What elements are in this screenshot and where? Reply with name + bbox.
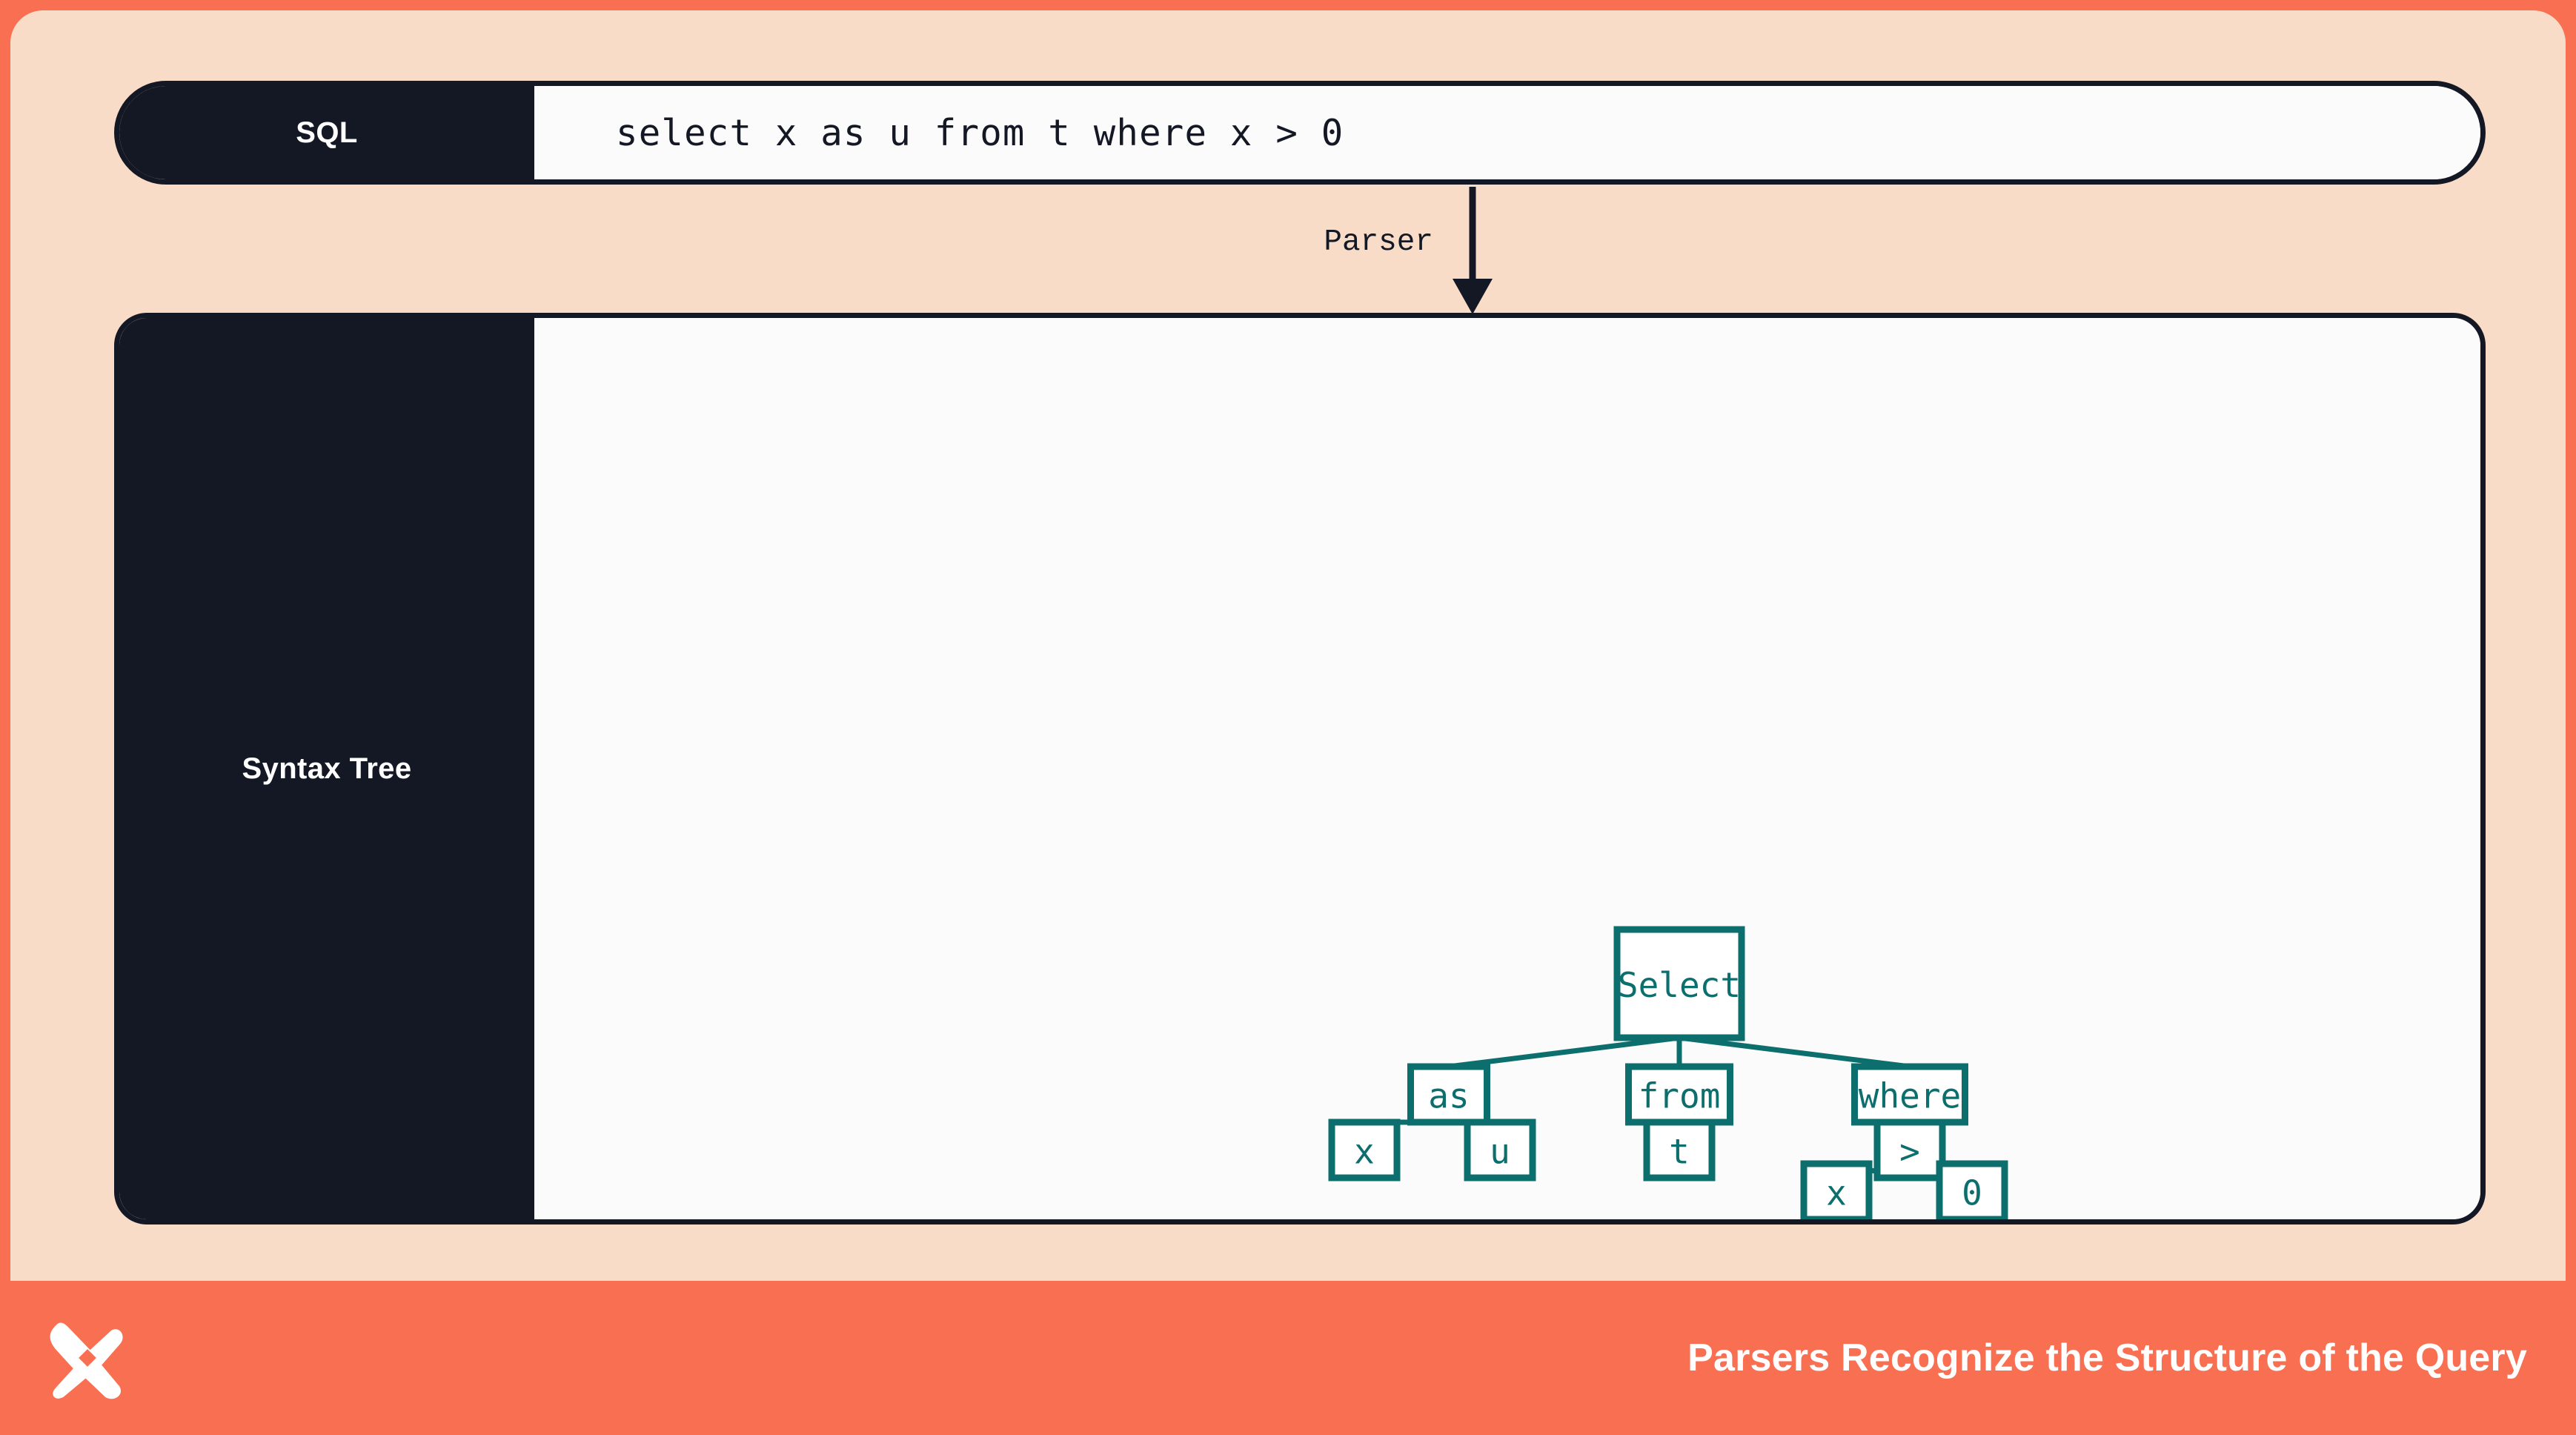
sql-query-text[interactable]: select x as u from t where x > 0	[534, 86, 2480, 179]
tree-node-label: 0	[1962, 1173, 1982, 1213]
tree-node-box	[1851, 1063, 1968, 1126]
syntax-tree-canvas: Select as from where x u t > x 0	[534, 318, 2480, 1219]
tree-node[interactable]: where	[1851, 1063, 1968, 1126]
tree-node-box	[1643, 1118, 1716, 1182]
tree-node-box	[1800, 1160, 1873, 1219]
tree-node-box	[1625, 1063, 1733, 1126]
tree-node-box	[1613, 926, 1745, 1041]
tree-node[interactable]: >	[1873, 1118, 1946, 1182]
tree-node[interactable]: x	[1328, 1118, 1401, 1182]
tree-node-box	[1873, 1118, 1946, 1182]
tree-node-label: x	[1826, 1173, 1847, 1213]
tree-node-box	[1464, 1118, 1536, 1182]
content-card: SQL select x as u from t where x > 0 Par…	[10, 10, 2566, 1281]
tree-node-label: from	[1639, 1076, 1721, 1116]
tree-node-box	[1328, 1118, 1401, 1182]
butterfly-x-logo-icon	[50, 1322, 123, 1399]
parser-label: Parser	[1324, 225, 1433, 259]
syntax-tree-label: Syntax Tree	[119, 318, 534, 1219]
tree-node[interactable]: from	[1625, 1063, 1733, 1126]
tree-edge	[1679, 1035, 1911, 1070]
tree-node-label: t	[1669, 1132, 1690, 1172]
syntax-tree-panel: Syntax Tree Select as from where x u t > x 0	[114, 313, 2486, 1224]
tree-node[interactable]: u	[1464, 1118, 1536, 1182]
tree-node-label: x	[1354, 1132, 1375, 1172]
parser-transform: Parser	[1263, 187, 1574, 314]
tree-node[interactable]: t	[1643, 1118, 1716, 1182]
tree-edge	[1448, 1035, 1680, 1070]
tree-node-label: as	[1428, 1076, 1469, 1116]
arrow-down-icon	[1453, 187, 1493, 314]
syntax-tree-graph: Select as from where x u t > x 0	[1328, 926, 2008, 1219]
footer-bar: Parsers Recognize the Structure of the Q…	[0, 1281, 2576, 1435]
tree-node[interactable]: as	[1407, 1063, 1490, 1126]
tree-node[interactable]: Select	[1613, 926, 1745, 1041]
tree-node[interactable]: 0	[1936, 1160, 2008, 1219]
tree-node-label: where	[1859, 1076, 1961, 1116]
footer-caption: Parsers Recognize the Structure of the Q…	[1687, 1336, 2527, 1379]
sql-row: SQL select x as u from t where x > 0	[114, 81, 2486, 185]
tree-node-label: Select	[1618, 965, 1741, 1005]
tree-node[interactable]: x	[1800, 1160, 1873, 1219]
tree-node-box	[1407, 1063, 1490, 1126]
tree-node-box	[1936, 1160, 2008, 1219]
tree-node-label: >	[1899, 1132, 1920, 1172]
tree-node-group: Select as from where x u t > x 0	[1328, 926, 2008, 1219]
sql-row-label: SQL	[119, 86, 534, 179]
tree-node-label: u	[1490, 1132, 1510, 1172]
